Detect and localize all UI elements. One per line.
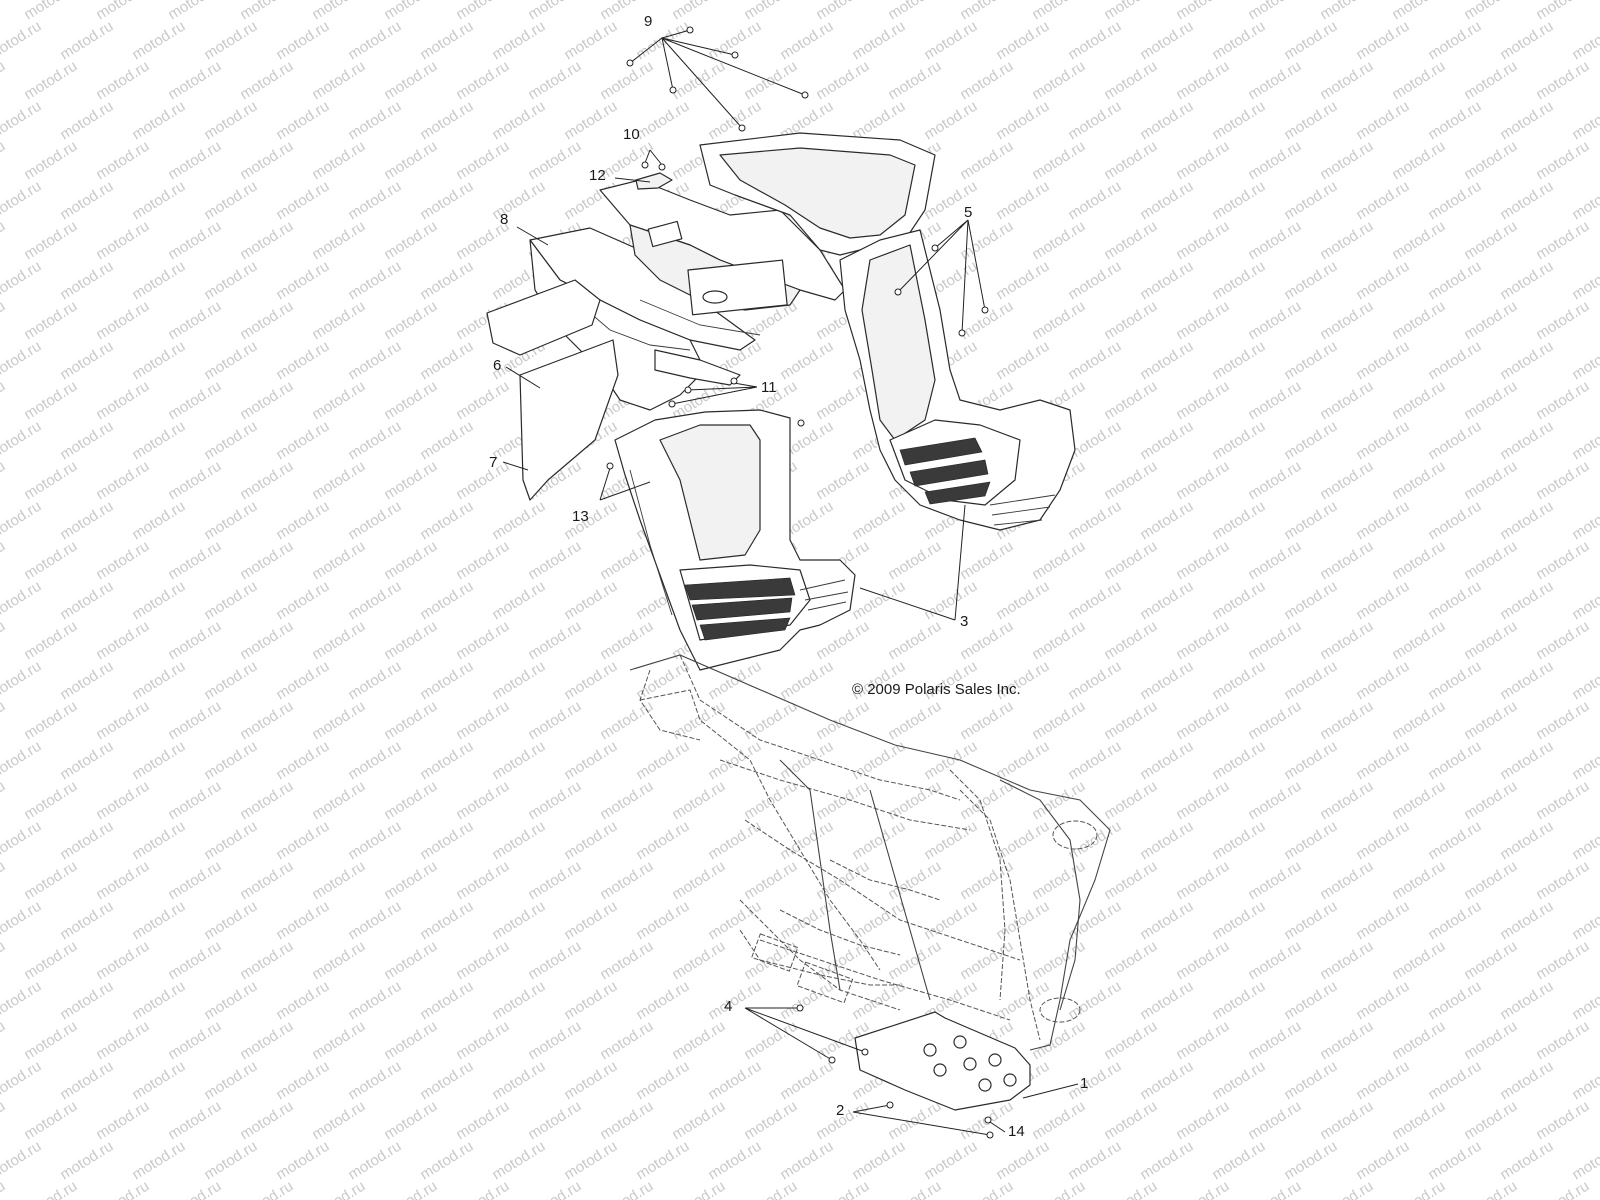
callout-12: 12: [589, 167, 606, 184]
callout-9: 9: [644, 13, 653, 30]
copyright-notice: © 2009 Polaris Sales Inc.: [852, 681, 1021, 698]
plate-12: [635, 172, 673, 190]
skid-plate-1: [854, 1011, 1031, 1111]
callout-1: 1: [1080, 1075, 1089, 1092]
leader-lines: [502, 29, 1079, 1136]
callout-14: 14: [1008, 1123, 1025, 1140]
callout-6: 6: [493, 357, 502, 374]
left-footwell: [614, 409, 856, 671]
callout-3: 3: [960, 613, 969, 630]
callout-13: 13: [572, 508, 589, 525]
callout-7: 7: [489, 454, 498, 471]
right-footwell: [839, 229, 1076, 531]
callout-4: 4: [724, 998, 733, 1015]
watermark-text: motod.ru: [0, 1178, 8, 1200]
callout-2: 2: [836, 1102, 845, 1119]
callout-5: 5: [964, 204, 973, 221]
flap-panel-6: [486, 279, 601, 356]
fasteners: [606, 26, 994, 1139]
callout-11: 11: [761, 379, 777, 396]
callout-10: 10: [623, 126, 640, 143]
rear-fender-body: [529, 132, 936, 411]
callout-8: 8: [500, 211, 509, 228]
vehicle-frame: [629, 654, 1111, 1051]
flap-panel-7: [519, 339, 619, 501]
